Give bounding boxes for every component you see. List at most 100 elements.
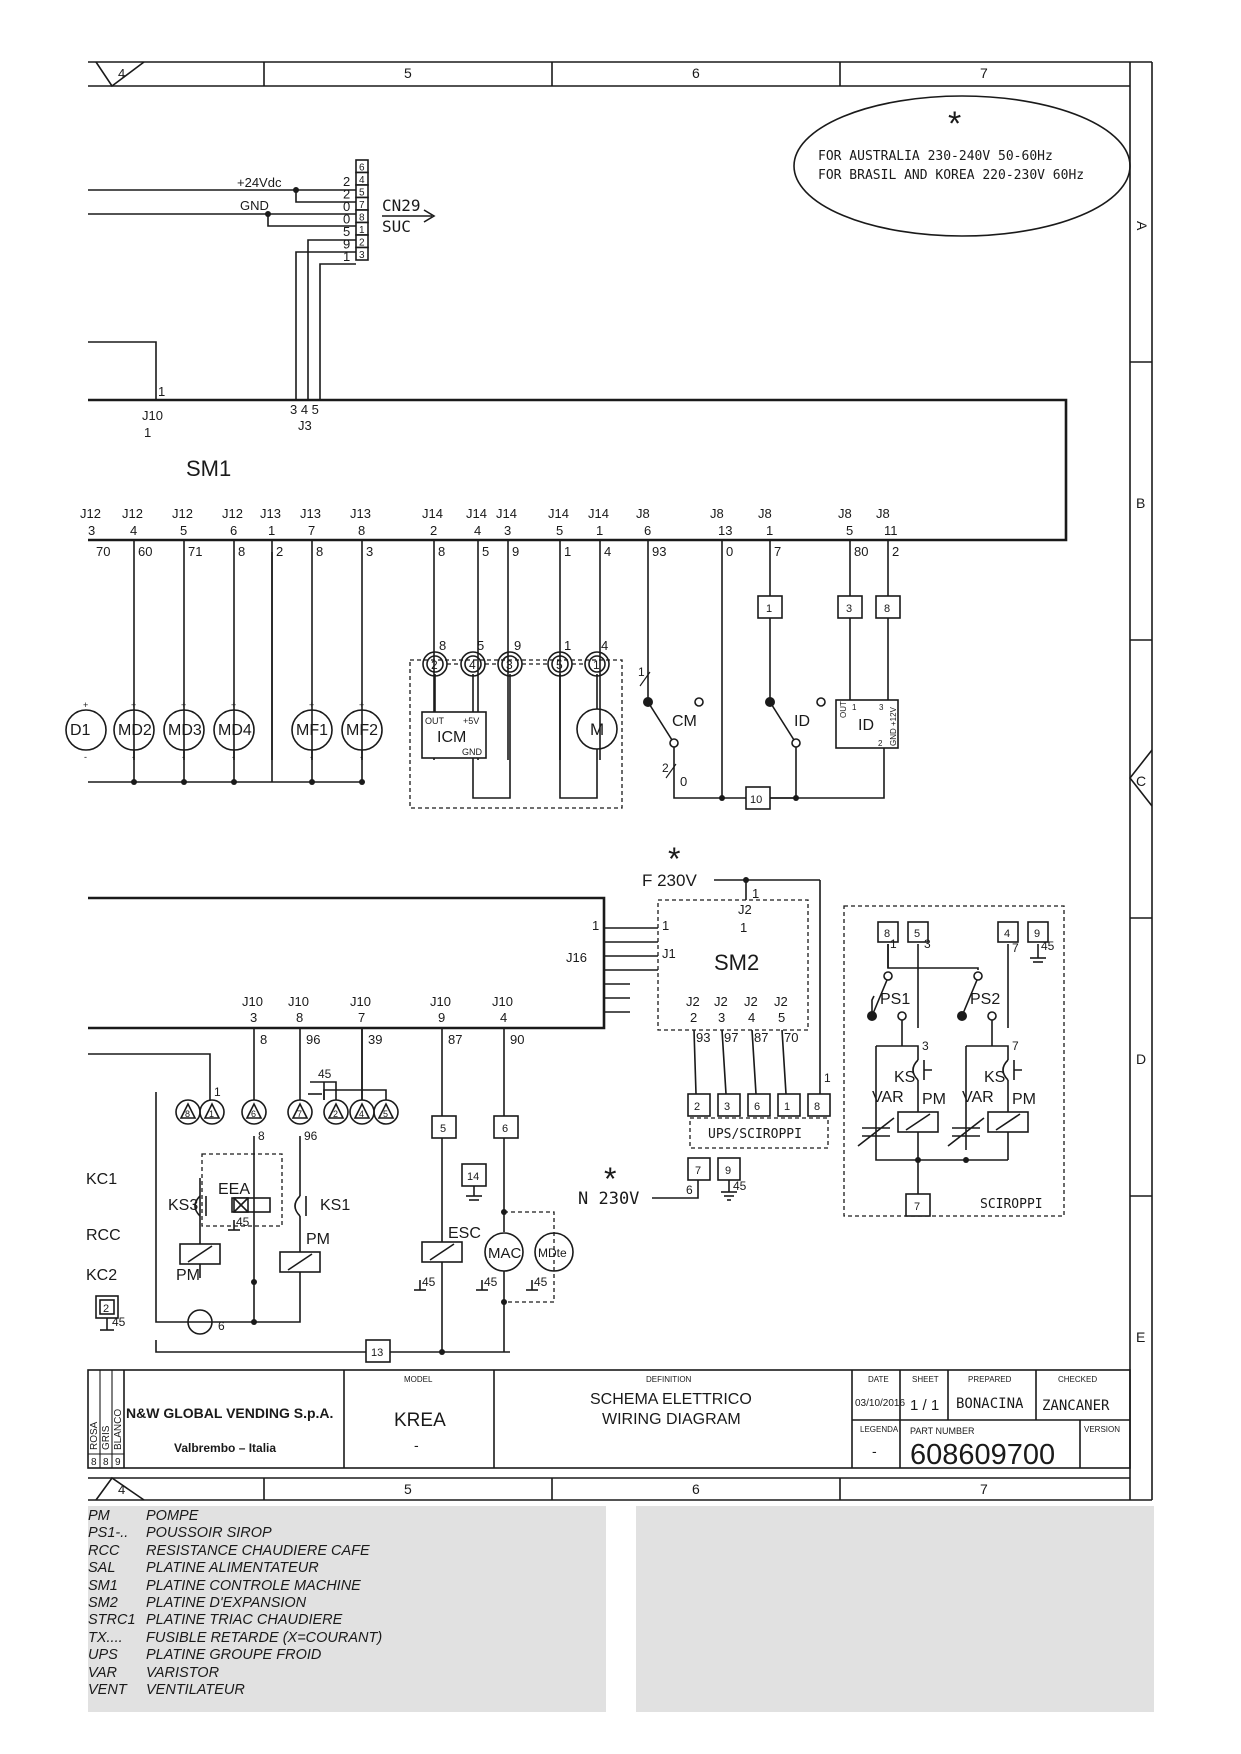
pump-number: 2 [333, 1109, 338, 1119]
pump-triangle [327, 1102, 345, 1119]
icm-terminal-inner [501, 655, 519, 673]
model-label: MODEL [404, 1375, 433, 1384]
sm1-pin-label: 2 [430, 523, 437, 538]
icm-terminal-inner [588, 655, 606, 673]
j10-top-wire: 1 [144, 425, 151, 440]
ps1-label: PS1 [880, 991, 910, 1008]
icm-wire: 4 [601, 638, 608, 653]
sm1-conn-label: J14 [548, 506, 569, 521]
scir-term-8: 8 [884, 928, 890, 940]
icm-wire: 8 [439, 638, 446, 653]
rev-num-3: 9 [115, 1457, 121, 1468]
sm1-pin-label: 6 [230, 523, 237, 538]
checked-label: CHECKED [1058, 1375, 1097, 1384]
scir-w1: 1 [890, 937, 897, 951]
title-block: ROSA GRIS BLANCO 8 8 9 N&W GLOBAL VENDIN… [87, 1369, 1131, 1471]
cm-pin-1: 1 [638, 665, 645, 679]
rev-rosa: ROSA [89, 1421, 100, 1450]
rcc-label: RCC [86, 1227, 121, 1244]
j2-top-pin: 1 [740, 920, 747, 935]
sm2-term-box [777, 1093, 801, 1117]
sm1-pin-label: 3 [504, 523, 511, 538]
sm2-name: SM2 [714, 950, 759, 975]
pump-symbol [287, 1099, 313, 1125]
model-value: KREA [394, 1410, 446, 1431]
sm2-term-box [807, 1093, 831, 1117]
sm1-conn-label: J12 [122, 506, 143, 521]
sm2-term-wire: 1 [824, 1071, 831, 1085]
sm1-conn-label: J8 [710, 506, 724, 521]
kc1-label: KC1 [86, 1171, 117, 1188]
lower-wire-label: 8 [260, 1032, 267, 1047]
sm1-board: SM1 1 J10 1 3 4 5 J3 J12370J12460J12571J… [80, 341, 1068, 760]
cm-label: CM [672, 713, 697, 730]
sciroppi-label: SCIROPPI [980, 1197, 1043, 1212]
sm1-conn-label: J12 [80, 506, 101, 521]
sm1-conn-label: J8 [758, 506, 772, 521]
motor-plus-mark: + [309, 700, 314, 710]
sm1-pin-label: 4 [130, 523, 137, 538]
id-label: ID [794, 713, 810, 730]
motor-mf1: MF1 [296, 722, 328, 739]
legend-desc: VENTILATEUR [146, 1682, 245, 1698]
sm1-conn-label: J14 [588, 506, 609, 521]
j3-pins: 3 4 5 [290, 402, 319, 417]
sm1-pin-label: 1 [268, 523, 275, 538]
checked-value: ZANCANER [1042, 1398, 1110, 1414]
j10-top-pin: 1 [158, 384, 165, 399]
motor-md4: MD4 [218, 722, 252, 739]
motor-plus-mark: + [231, 700, 236, 710]
side-zone-d: D [1136, 1051, 1146, 1067]
ks3-label: KS3 [168, 1197, 198, 1214]
scir-term-box [997, 921, 1019, 943]
eea-gnd: 45 [236, 1215, 250, 1229]
icm-name: ICM [437, 729, 466, 746]
sm1-conn-label: J8 [838, 506, 852, 521]
sm1-pin-label: 3 [88, 523, 95, 538]
scir-term-box [1027, 921, 1049, 943]
legend-desc: POMPE [146, 1508, 199, 1524]
lower-conn-label: J10 [350, 994, 371, 1009]
icm-terminal-3: 3 [506, 658, 513, 672]
scir-w3b: 3 [922, 1039, 929, 1053]
term-1: 1 [766, 603, 772, 615]
side-zone-b: B [1136, 495, 1145, 511]
mac-label: MAC [488, 1245, 522, 1262]
legend-code: SAL [88, 1560, 116, 1577]
lower-conn-label: J10 [430, 994, 451, 1009]
motor-bus [88, 552, 364, 783]
pm-right: PM [1012, 1091, 1036, 1108]
sm1-wire-label: 71 [188, 544, 202, 559]
lower-conn-label: J10 [242, 994, 263, 1009]
top-zone-5: 5 [404, 65, 412, 81]
lower-wire-label: 90 [510, 1032, 524, 1047]
sm1-wire-label: 2 [276, 544, 283, 559]
legend-code: UPS [88, 1647, 118, 1664]
tri-w96: 96 [304, 1129, 318, 1143]
j16-label: J16 [566, 950, 587, 965]
gnd-label: GND [240, 198, 269, 213]
scir-w7b: 7 [1012, 1039, 1019, 1053]
side-zone-c: C [1136, 773, 1146, 789]
term-3: 3 [846, 603, 852, 615]
n-gnd: 45 [733, 1179, 747, 1193]
cn29-side-label: 0 [343, 212, 350, 227]
icm-terminal-1: 1 [593, 658, 600, 672]
pump-triangle [245, 1102, 263, 1119]
motor-d1: D1 [70, 722, 91, 739]
scir-term-5: 5 [914, 928, 920, 940]
pump-symbol [241, 1099, 267, 1125]
sm2-term-6: 6 [754, 1101, 760, 1113]
sm1-pin-label: 7 [308, 523, 315, 538]
sm1-wire-label: 0 [726, 544, 733, 559]
rev-num-2: 8 [103, 1457, 109, 1468]
sm1-pin-label: 6 [644, 523, 651, 538]
sm1-conn-label: J13 [350, 506, 371, 521]
cn29-pin-5: 5 [359, 188, 365, 199]
sm1-wire-label: 80 [854, 544, 868, 559]
bottom-zone-6: 6 [692, 1481, 700, 1497]
